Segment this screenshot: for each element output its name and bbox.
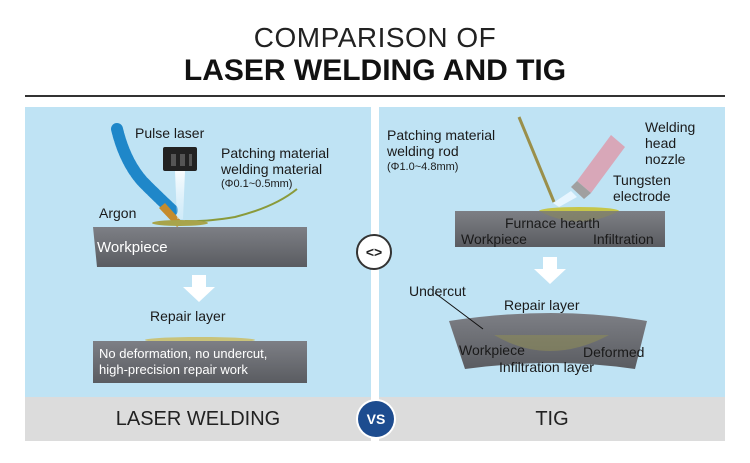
- welding-head-label-2: head: [645, 135, 677, 151]
- tig-workpiece-top-label: Workpiece: [461, 231, 527, 247]
- welding-head-label-3: nozzle: [645, 151, 686, 167]
- tig-workpiece-bottom-label: Workpiece: [459, 342, 525, 358]
- weld-bead: [152, 220, 208, 226]
- tig-patching-label-2: welding rod: [387, 143, 459, 159]
- undercut-label: Undercut: [409, 283, 466, 299]
- laser-result-line-2: high-precision repair work: [99, 362, 248, 377]
- laser-panel: Pulse laser Patching material welding ma…: [25, 107, 371, 397]
- arc-glow: [553, 191, 577, 207]
- tig-patching-spec: (Φ1.0~4.8mm): [387, 161, 459, 173]
- repaired-workpiece: [93, 341, 307, 383]
- laser-patching-label-1: Patching material: [221, 145, 330, 161]
- laser-patching-spec: (Φ0.1~0.5mm): [221, 178, 293, 190]
- tungsten-label-1: Tungsten: [613, 172, 671, 188]
- tig-patching-label-1: Patching material: [387, 127, 496, 143]
- laser-result-line-1: No deformation, no undercut,: [99, 346, 268, 361]
- title-line-2: LASER WELDING AND TIG: [183, 54, 567, 87]
- tig-torch: [577, 135, 625, 193]
- tig-panel: Patching material welding rod (Φ1.0~4.8m…: [379, 107, 725, 397]
- welding-wire: [184, 188, 298, 223]
- workpiece-label: Workpiece: [97, 239, 168, 256]
- infiltration-layer-label: Infiltration layer: [499, 359, 594, 375]
- tungsten-label-2: electrode: [613, 188, 671, 204]
- infiltration-top-label: Infiltration: [593, 231, 654, 247]
- vs-badge: VS: [358, 401, 394, 437]
- laser-illustration: [93, 123, 307, 383]
- tig-footer: TIG: [379, 397, 725, 441]
- tig-down-arrow: [534, 257, 566, 284]
- welding-rod: [517, 116, 556, 203]
- welding-head-label-1: Welding: [645, 119, 696, 135]
- panel-divider: [374, 107, 376, 441]
- laser-repair-layer-label: Repair layer: [150, 308, 226, 324]
- laser-beam: [175, 171, 185, 219]
- laser-patching-label-2: welding material: [221, 161, 323, 177]
- tig-repair-layer-label: Repair layer: [504, 297, 580, 313]
- furnace-hearth-label: Furnace hearth: [505, 215, 600, 231]
- laser-footer: LASER WELDING: [25, 397, 371, 441]
- pulse-laser-label: Pulse laser: [135, 125, 205, 141]
- argon-label: Argon: [99, 205, 137, 221]
- down-arrow: [183, 275, 215, 302]
- workpiece-block: [93, 227, 307, 267]
- tig-illustration: [434, 116, 665, 369]
- title-line-1: COMPARISON OF: [253, 22, 497, 53]
- deformed-label: Deformed: [583, 344, 645, 360]
- compare-arrows-icon: <>: [356, 234, 392, 270]
- title-rule: [25, 95, 725, 97]
